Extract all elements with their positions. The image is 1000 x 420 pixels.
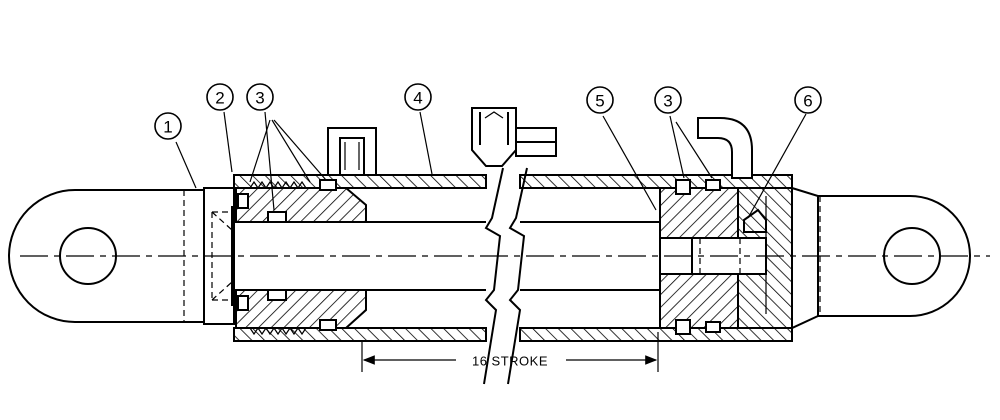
- rod-end-port-fitting: [327, 127, 377, 176]
- callout-5: 5: [586, 86, 614, 114]
- rod-eye-right: [791, 186, 971, 330]
- gland-head: [235, 179, 367, 336]
- callout-3-right: 3: [654, 86, 682, 114]
- callout-1: 1: [154, 112, 182, 140]
- break-symbol: [483, 167, 528, 385]
- cap-end-port-fitting: [471, 107, 557, 167]
- callout-3-left: 3: [246, 83, 274, 111]
- callout-4: 4: [404, 83, 432, 111]
- callout-3-right-label: 3: [663, 92, 672, 111]
- callout-5-label: 5: [595, 92, 604, 111]
- callout-1-label: 1: [163, 118, 172, 137]
- callout-6-label: 6: [803, 92, 812, 111]
- barrel-tube: [233, 174, 793, 342]
- callout-3-left-label: 3: [255, 89, 264, 108]
- stroke-dimension-label: 16 STROKE: [472, 354, 548, 369]
- cap-pipe-elbow: [697, 117, 753, 179]
- leader-lines: [175, 111, 807, 219]
- callout-2: 2: [206, 83, 234, 111]
- callout-2-label: 2: [215, 89, 224, 108]
- stroke-dimension: 16 STROKE: [361, 332, 659, 372]
- callout-4-label: 4: [413, 89, 422, 108]
- callout-6: 6: [794, 86, 822, 114]
